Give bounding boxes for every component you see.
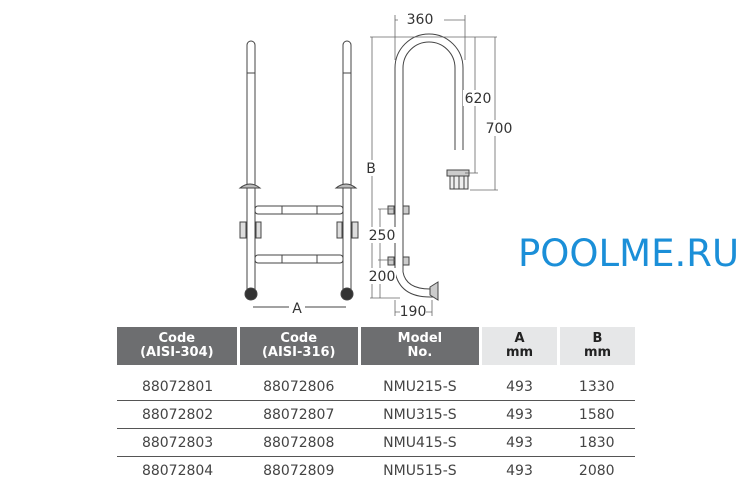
cell: 88072807 [238,400,360,429]
cell: 1830 [558,428,635,457]
table-row: 88072804 88072809 NMU515-S 493 2080 [117,457,635,485]
dim-700-label: 700 [486,121,513,137]
cell: 1330 [558,365,635,401]
header-line: B [592,331,603,346]
dim-620-label: 620 [465,91,492,107]
cell: NMU315-S [359,400,481,429]
cell: 88072808 [238,428,360,457]
dim-360-label: 360 [407,12,434,28]
dim-190-label: 190 [400,304,427,320]
dim-200-label: 200 [369,269,396,285]
cell: 493 [480,428,559,457]
dim-250-label: 250 [369,228,396,244]
header-line: Code [280,331,318,346]
side-view [387,33,470,301]
cell: 493 [480,365,559,401]
header-code-316: Code(AISI-316) [238,327,361,365]
dim-b-label: B [366,161,376,177]
header-line: No. [407,345,433,360]
cell: 88072806 [238,365,360,401]
dim-a-label: A [292,301,302,317]
header-line: mm [583,345,612,360]
header-code-304: Code(AISI-304) [117,327,240,365]
header-line: Model [397,331,443,346]
header-line: (AISI-316) [261,345,336,360]
header-line: (AISI-304) [140,345,214,360]
front-view [238,40,359,308]
header-line: mm [505,345,534,360]
header-line: Code [158,331,196,346]
header-line: A [514,331,525,346]
cell: NMU515-S [383,462,457,479]
cell: NMU215-S [359,365,481,401]
cell: 88072809 [263,462,335,479]
watermark: POOLME.RU [518,232,740,275]
cell: 493 [506,462,533,479]
cell: 88072802 [117,400,239,429]
cell: 88072804 [141,462,214,479]
ladder-drawing: 360 620 700 B 250 200 190 A [238,11,514,320]
cell: 2080 [578,462,615,479]
cell: 1580 [558,400,635,429]
cell: 88072801 [117,365,239,401]
cell: NMU415-S [359,428,481,457]
cell: 493 [480,400,559,429]
cell: 88072803 [117,428,239,457]
